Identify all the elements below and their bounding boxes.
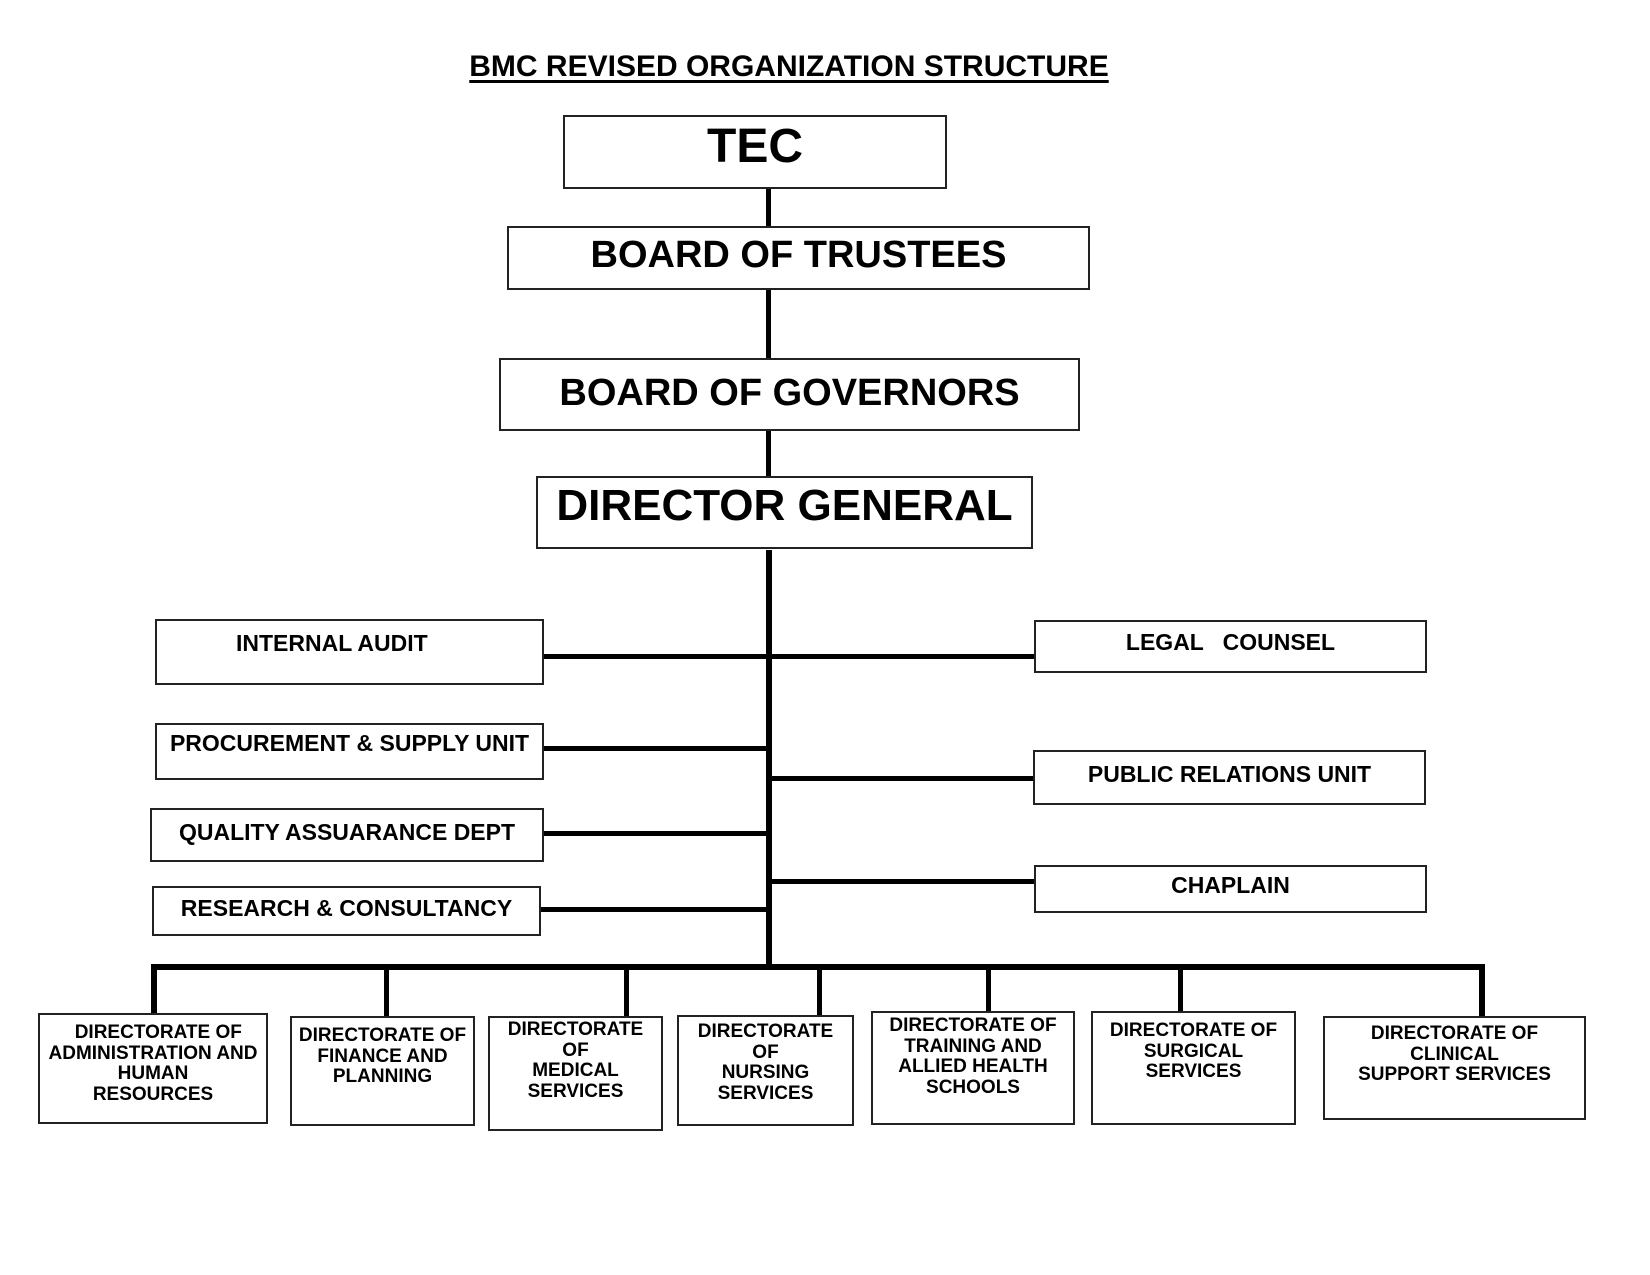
chart-title: BMC REVISED ORGANIZATION STRUCTURE (469, 50, 1109, 83)
connector-procurement (544, 746, 768, 751)
connector-drop-admin (151, 964, 157, 1013)
connector-drop-medical (624, 964, 629, 1016)
connector-governors-dg (766, 431, 771, 476)
box-directorate-finance-planning: DIRECTORATE OF FINANCE AND PLANNING (290, 1016, 475, 1126)
box-quality-assurance-dept: QUALITY ASSUARANCE DEPT (150, 808, 544, 862)
connector-research (541, 907, 768, 912)
box-board-of-governors: BOARD OF GOVERNORS (499, 358, 1080, 431)
box-research-consultancy: RESEARCH & CONSULTANCY (152, 886, 541, 936)
box-directorate-nursing-services: DIRECTORATE OF NURSING SERVICES (677, 1015, 854, 1126)
box-directorate-medical-services: DIRECTORATE OF MEDICAL SERVICES (488, 1016, 663, 1131)
box-internal-audit: INTERNAL AUDIT (155, 619, 544, 685)
connector-tec-trustees (766, 189, 771, 226)
connector-main-trunk (766, 550, 772, 970)
box-procurement-supply-unit: PROCUREMENT & SUPPLY UNIT (155, 723, 544, 780)
connector-drop-surgical (1178, 964, 1183, 1011)
box-directorate-training-allied-health: DIRECTORATE OF TRAINING AND ALLIED HEALT… (871, 1011, 1075, 1125)
connector-quality-assurance (544, 831, 768, 836)
connector-trustees-governors (766, 290, 771, 358)
box-chaplain: CHAPLAIN (1034, 865, 1427, 913)
box-directorate-administration-hr: DIRECTORATE OF ADMINISTRATION AND HUMAN … (38, 1013, 268, 1124)
box-directorate-clinical-support: DIRECTORATE OF CLINICAL SUPPORT SERVICES (1323, 1016, 1586, 1120)
connector-drop-finance (384, 964, 389, 1016)
box-legal-counsel: LEGAL COUNSEL (1034, 620, 1427, 673)
box-tec: TEC (563, 115, 947, 189)
connector-drop-nursing (817, 964, 822, 1015)
connector-chaplain (770, 879, 1034, 884)
box-public-relations-unit: PUBLIC RELATIONS UNIT (1033, 750, 1426, 805)
box-board-of-trustees: BOARD OF TRUSTEES (507, 226, 1090, 290)
connector-public-relations (770, 776, 1033, 781)
box-director-general: DIRECTOR GENERAL (536, 476, 1033, 549)
connector-drop-clinical (1479, 964, 1485, 1016)
connector-legal (770, 654, 1034, 659)
box-directorate-surgical-services: DIRECTORATE OF SURGICAL SERVICES (1091, 1011, 1296, 1125)
connector-internal-audit (544, 654, 768, 659)
connector-drop-training (986, 964, 991, 1011)
